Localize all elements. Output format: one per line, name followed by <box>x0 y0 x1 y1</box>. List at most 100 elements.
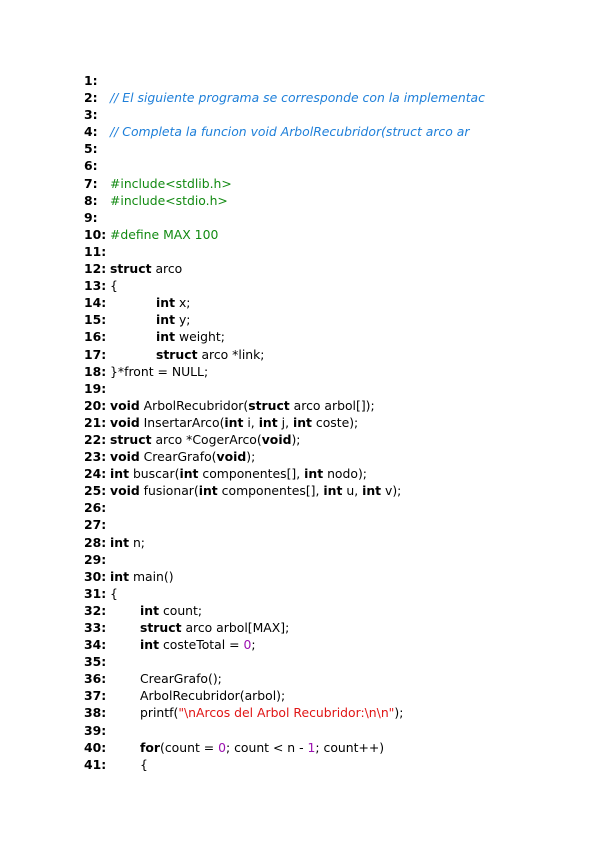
code-text: ; count < n - <box>225 739 308 755</box>
code-text: CrearGrafo(); <box>140 671 222 687</box>
line-number: 24: <box>84 466 107 482</box>
line-number: 36: <box>84 671 107 687</box>
code-line: 27: <box>84 516 554 533</box>
keyword: struct <box>110 261 152 277</box>
line-number: 8: <box>84 192 98 208</box>
code-line: 26: <box>84 499 554 516</box>
line-number: 4: <box>84 124 98 140</box>
code-line: 25:void fusionar(int componentes[], int … <box>84 482 554 499</box>
code-line: 14:int x; <box>84 294 554 311</box>
line-number: 1: <box>84 73 98 88</box>
number-literal: 0 <box>243 637 252 653</box>
comment: // Completa la funcion void ArbolRecubri… <box>110 124 470 140</box>
keyword: void <box>110 449 140 465</box>
line-number: 17: <box>84 346 107 362</box>
code-text: main() <box>129 568 174 584</box>
code-text: fusionar( <box>139 483 199 499</box>
keyword: void <box>110 397 140 413</box>
code-line: 8:#include<stdio.h> <box>84 192 554 209</box>
keyword: int <box>323 483 343 499</box>
line-number: 23: <box>84 449 107 465</box>
keyword: int <box>110 466 129 482</box>
code-line: 20:void ArbolRecubridor(struct arco arbo… <box>84 397 554 414</box>
code-line: 15:int y; <box>84 311 554 328</box>
code-text: ); <box>394 705 404 721</box>
code-line: 6: <box>84 157 554 174</box>
code-line: 19: <box>84 380 554 397</box>
line-number: 40: <box>84 739 107 755</box>
code-line: 2:// El siguiente programa se correspond… <box>84 89 554 106</box>
keyword: struct <box>140 620 182 635</box>
code-text: { <box>110 278 118 294</box>
code-listing: 1:2:// El siguiente programa se correspo… <box>84 72 554 773</box>
code-line: 4: // Completa la funcion void ArbolRecub… <box>84 123 554 140</box>
keyword: int <box>224 414 244 430</box>
line-number: 13: <box>84 278 107 294</box>
code-text: ArbolRecubridor(arbol); <box>140 688 286 704</box>
line-number: 28: <box>84 534 107 550</box>
code-text: ); <box>291 431 301 447</box>
keyword: int <box>292 414 312 430</box>
code-line: 17:struct arco *link; <box>84 346 554 363</box>
keyword: int <box>304 466 324 482</box>
code-line: 38:printf("\nArcos del Arbol Recubridor:… <box>84 704 554 721</box>
code-line: 10:#define MAX 100 <box>84 226 554 243</box>
keyword: int <box>110 534 129 550</box>
code-line: 40:for(count = 0; count < n - 1; count++… <box>84 739 554 756</box>
line-number: 18: <box>84 363 107 379</box>
code-line: 13:{ <box>84 277 554 294</box>
line-number: 3: <box>84 107 98 123</box>
keyword: int <box>156 295 175 311</box>
line-number: 16: <box>84 329 107 345</box>
line-number: 9: <box>84 209 98 225</box>
keyword: int <box>156 329 175 345</box>
code-line: 33:struct arco arbol[MAX]; <box>84 619 554 636</box>
code-text: arco arbol[MAX]; <box>181 620 290 635</box>
code-line: 24:int buscar(int componentes[], int nod… <box>84 465 554 482</box>
code-text: i, <box>243 414 259 430</box>
number-literal: 0 <box>218 739 226 755</box>
code-text: v); <box>381 483 402 499</box>
code-line: 7:#include<stdlib.h> <box>84 175 554 192</box>
code-text: arco arbol[]); <box>289 397 375 413</box>
line-number: 25: <box>84 483 107 499</box>
code-line: 16:int weight; <box>84 328 554 345</box>
code-text: buscar( <box>129 466 180 482</box>
code-line: 21:void InsertarArco(int i, int j, int c… <box>84 414 554 431</box>
code-line: 3: <box>84 106 554 123</box>
line-number: 32: <box>84 602 107 618</box>
line-number: 41: <box>84 756 107 772</box>
line-number: 26: <box>84 500 107 516</box>
line-number: 21: <box>84 414 107 430</box>
code-line: 12:struct arco <box>84 260 554 277</box>
string-literal: "\nArcos del Arbol Recubridor:\n\n" <box>178 705 395 721</box>
preprocessor-directive: #include<stdlib.h> <box>110 175 232 191</box>
keyword: struct <box>156 346 198 362</box>
line-number: 34: <box>84 637 107 653</box>
code-line: 5: <box>84 140 554 157</box>
code-line: 11: <box>84 243 554 260</box>
line-number: 14: <box>84 295 107 311</box>
code-text: coste); <box>311 414 359 430</box>
keyword: int <box>110 568 129 584</box>
line-number: 39: <box>84 722 107 738</box>
keyword: int <box>362 483 382 499</box>
keyword: void <box>216 449 247 465</box>
line-number: 15: <box>84 312 107 328</box>
line-number: 5: <box>84 141 98 157</box>
keyword: int <box>140 602 159 618</box>
preprocessor-directive: #define MAX 100 <box>110 226 219 242</box>
line-number: 11: <box>84 243 107 259</box>
line-number: 6: <box>84 158 98 174</box>
code-text: y; <box>175 312 191 328</box>
code-text: arco <box>151 261 183 277</box>
code-text: (count = <box>160 739 219 755</box>
code-line: 22:struct arco *CogerArco(void); <box>84 431 554 448</box>
code-text: InsertarArco( <box>139 414 225 430</box>
number-literal: 1 <box>307 739 316 755</box>
line-number: 2: <box>84 90 98 106</box>
code-text: u, <box>342 483 363 499</box>
code-line: 30:int main() <box>84 568 554 585</box>
code-line: 23:void CrearGrafo(void); <box>84 448 554 465</box>
